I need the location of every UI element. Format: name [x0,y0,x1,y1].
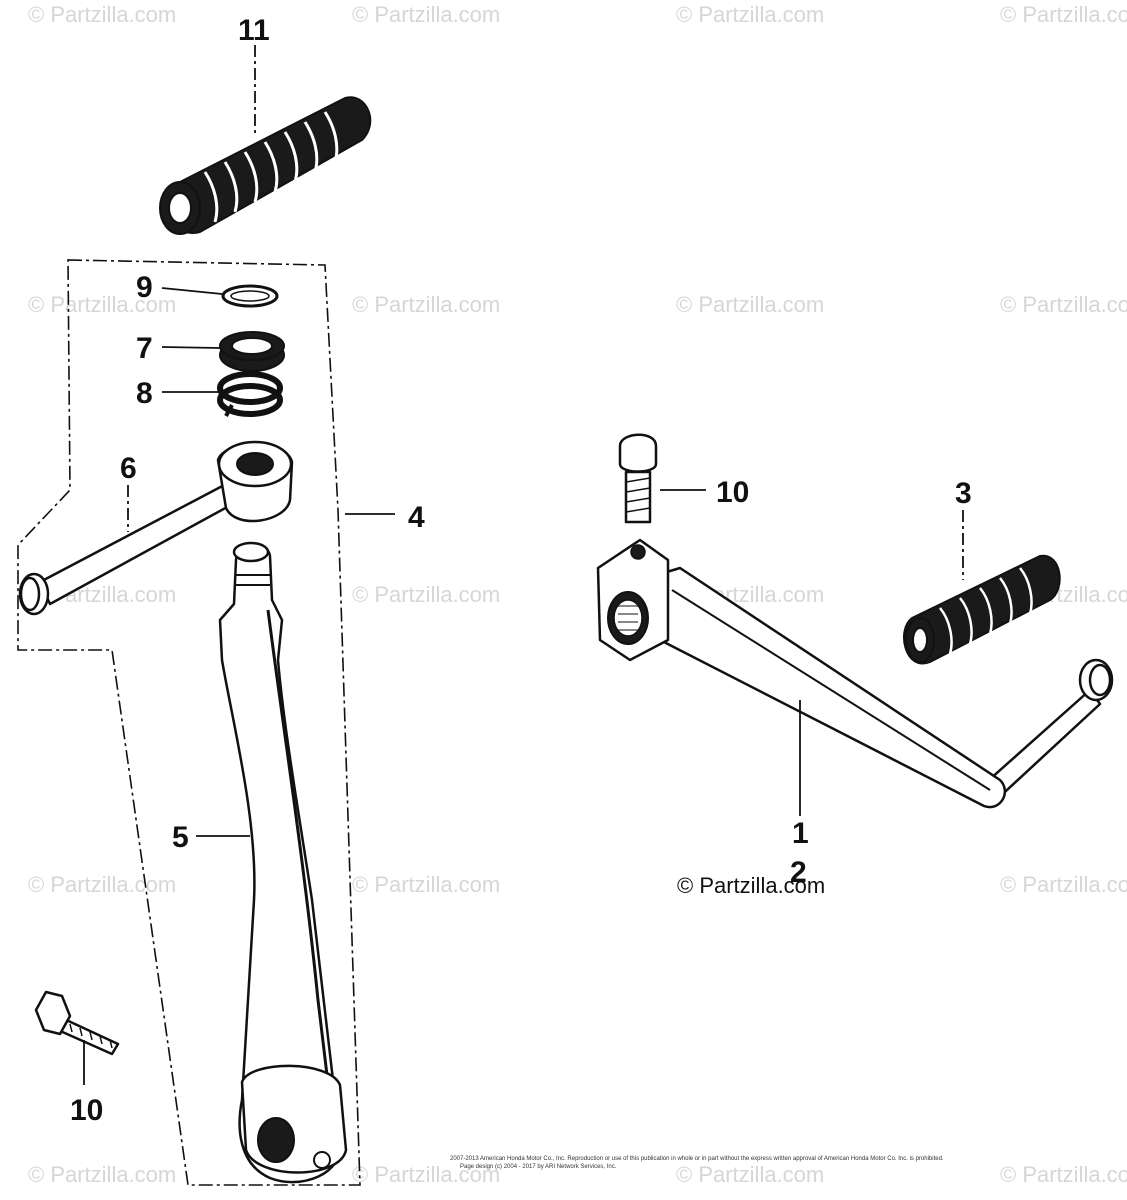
callout-2: 2 [790,856,807,889]
copyright-line-2: Page design (c) 2004 - 2017 by ARI Netwo… [460,1164,617,1170]
callout-3: 3 [955,477,972,510]
watermark: © Partzilla.com [352,292,500,317]
callout-11: 11 [238,14,270,47]
watermark: © Partzilla.com [1000,292,1127,317]
watermark: © Partzilla.com [28,292,176,317]
assembly-boundary [17,259,361,1186]
part-10-bolt-right [618,433,658,524]
part-5-kick-arm [218,541,348,1184]
callout-7: 7 [136,332,153,365]
part-1-2-kick-arm-assembly [596,538,1114,809]
callout-5: 5 [172,821,189,854]
callout-10-left: 10 [70,1094,103,1127]
callouts: 11 9 7 8 6 4 5 10 10 3 1 2 [70,14,972,1127]
part-8-spring [217,371,283,417]
watermark: © Partzilla.com [1000,872,1127,897]
watermark: © Partzilla.com [676,2,824,27]
part-7-collar [219,331,285,372]
watermark: © Partzilla.com [352,582,500,607]
callout-4: 4 [408,501,425,534]
callout-6: 6 [120,452,137,485]
part-3-grip-rubber [903,554,1061,665]
callout-1: 1 [792,817,809,850]
callout-9: 9 [136,271,153,304]
leader-lines [83,45,964,1085]
watermark: © Partzilla.com [676,292,824,317]
part-6-pivot-arm [18,440,294,616]
watermark: © Partzilla.com [352,872,500,897]
watermark: © Partzilla.com [352,1162,500,1187]
part-11-grip-rubber [159,96,372,235]
watermark: © Partzilla.com [1000,1162,1127,1187]
callout-10-right: 10 [716,476,749,509]
copyright-line-1: 2007-2013 American Honda Motor Co., Inc.… [450,1156,944,1162]
watermark: © Partzilla.com [1000,2,1127,27]
watermark: © Partzilla.com [28,1162,176,1187]
part-10-bolt-left [34,990,120,1056]
part-9-circlip [221,284,279,308]
callout-8: 8 [136,377,153,410]
partzilla-credit: © Partzilla.com [677,873,825,898]
watermark: © Partzilla.com [676,1162,824,1187]
watermark: © Partzilla.com [352,2,500,27]
watermark: © Partzilla.com [28,872,176,897]
watermark: © Partzilla.com [28,2,176,27]
